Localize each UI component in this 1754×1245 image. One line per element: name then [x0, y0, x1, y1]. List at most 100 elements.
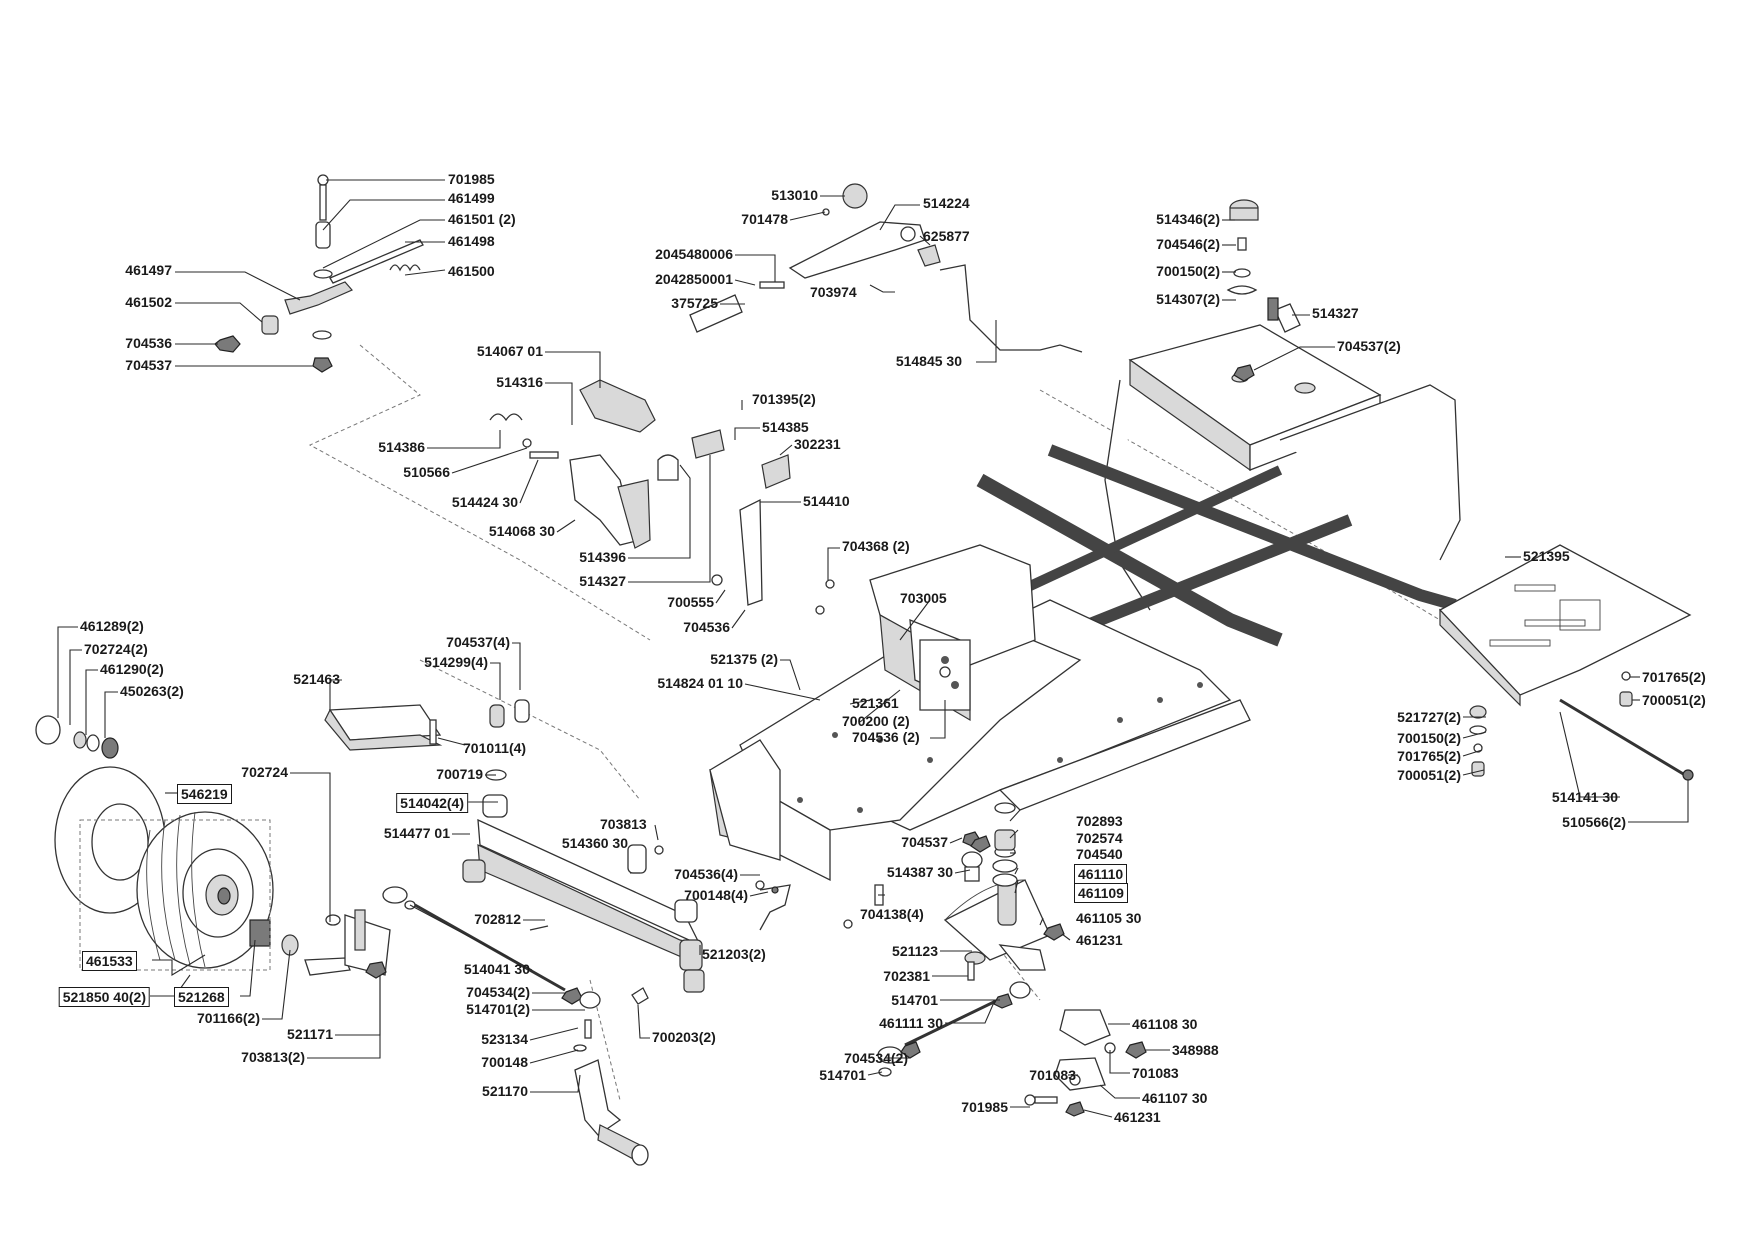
label-701011: 701011(4)	[463, 740, 527, 756]
label-514067: 514067 01	[476, 343, 543, 359]
label-461500: 461500	[448, 263, 495, 279]
label-704368: 704368 (2)	[842, 538, 910, 554]
label-704537-2: 704537(2)	[1337, 338, 1401, 354]
label-702381: 702381	[883, 968, 930, 984]
label-701985-top: 701985	[448, 171, 495, 187]
label-461107: 461107 30	[1142, 1090, 1208, 1106]
right-hardware	[1226, 199, 1694, 781]
label-461105: 461105 30	[1076, 910, 1142, 926]
front-axle-group	[324, 699, 791, 993]
label-375725: 375725	[671, 295, 718, 311]
label-302231: 302231	[794, 436, 841, 452]
label-703005: 703005	[900, 590, 947, 606]
label-625877: 625877	[923, 228, 970, 244]
label-700203: 700203(2)	[652, 1029, 716, 1045]
label-704536-4: 704536(4)	[674, 866, 738, 882]
label-702812: 702812	[474, 911, 521, 927]
front-wheel-group	[35, 715, 391, 979]
label-701765-b: 701765(2)	[1397, 748, 1461, 764]
pedal-group	[489, 379, 791, 606]
label-701985-bot: 701985	[961, 1099, 1008, 1115]
label-704534-2a: 704534(2)	[466, 984, 530, 1000]
label-521361: 521361	[852, 695, 899, 711]
label-514477: 514477 01	[383, 825, 450, 841]
label-521170: 521170	[482, 1083, 528, 1099]
label-704537-4: 704537(4)	[446, 634, 510, 650]
label-704546: 704546(2)	[1156, 236, 1220, 252]
label-701478: 701478	[741, 211, 788, 227]
label-702724: 702724	[241, 764, 288, 780]
label-700051-a: 700051(2)	[1642, 692, 1706, 708]
pedal-linkage-group	[214, 174, 424, 373]
label-514387: 514387 30	[886, 864, 953, 880]
label-521375: 521375 (2)	[710, 651, 778, 667]
label-514346: 514346(2)	[1156, 211, 1220, 227]
label-514042: 514042(4)	[396, 793, 468, 813]
label-514224: 514224	[923, 195, 970, 211]
label-702724-2: 702724(2)	[84, 641, 148, 657]
label-514327-top: 514327	[1312, 305, 1359, 321]
mount-plate	[1438, 544, 1692, 707]
label-514396: 514396	[579, 549, 626, 565]
label-700148: 700148	[481, 1054, 528, 1070]
label-521463: 521463	[293, 671, 340, 687]
label-703813-2: 703813(2)	[241, 1049, 305, 1065]
label-514316: 514316	[496, 374, 543, 390]
label-523134: 523134	[481, 1031, 528, 1047]
label-514041: 514041 30	[463, 961, 530, 977]
label-461231-a: 461231	[1076, 932, 1123, 948]
label-461111: 461111 30	[879, 1015, 943, 1031]
label-704536-2: 704536 (2)	[852, 729, 920, 745]
label-700051-b: 700051(2)	[1397, 767, 1461, 783]
label-461501: 461501 (2)	[448, 211, 516, 227]
label-704536-mid: 704536	[683, 619, 730, 635]
label-704534-2b: 704534(2)	[844, 1050, 908, 1066]
label-521850: 521850 40(2)	[58, 987, 150, 1007]
label-546219: 546219	[177, 784, 232, 804]
label-2042850001: 2042850001	[655, 271, 733, 287]
main-frame	[709, 324, 1461, 882]
label-701166: 701166(2)	[196, 1010, 260, 1026]
label-461289: 461289(2)	[80, 618, 144, 634]
label-521268: 521268	[174, 987, 229, 1007]
label-461498: 461498	[448, 233, 495, 249]
label-514141: 514141 30	[1551, 789, 1618, 805]
label-514410: 514410	[803, 493, 850, 509]
label-461533: 461533	[82, 951, 137, 971]
label-700148-4: 700148(4)	[684, 887, 748, 903]
label-514424: 514424 30	[451, 494, 518, 510]
label-700150-top: 700150(2)	[1156, 263, 1220, 279]
label-461499: 461499	[448, 190, 495, 206]
label-513010: 513010	[771, 187, 818, 203]
label-521727: 521727(2)	[1397, 709, 1461, 725]
label-510566-2: 510566(2)	[1562, 814, 1626, 830]
label-521171: 521171	[287, 1026, 333, 1042]
label-2045480006: 2045480006	[655, 246, 733, 262]
label-704138: 704138(4)	[860, 906, 924, 922]
label-461108: 461108 30	[1132, 1016, 1198, 1032]
label-701083-b: 701083	[1132, 1065, 1179, 1081]
label-514385: 514385	[762, 419, 809, 435]
label-703813: 703813	[600, 816, 647, 832]
label-514360: 514360 30	[561, 835, 628, 851]
label-700200: 700200 (2)	[842, 713, 910, 729]
label-702893: 702893	[1076, 813, 1123, 829]
label-700150-b: 700150(2)	[1397, 730, 1461, 746]
label-704540: 704540	[1076, 846, 1123, 862]
label-704537-mid: 704537	[901, 834, 948, 850]
label-461110: 461110	[1074, 864, 1128, 884]
brake-lever-group	[689, 183, 1083, 353]
label-521203: 521203(2)	[702, 946, 766, 962]
label-702574: 702574	[1076, 830, 1123, 846]
label-514701: 514701	[891, 992, 938, 1008]
label-514701-2: 514701(2)	[466, 1001, 530, 1017]
label-348988: 348988	[1172, 1042, 1219, 1058]
label-514701-b: 514701	[819, 1067, 866, 1083]
label-450263: 450263(2)	[120, 683, 184, 699]
label-704537-top: 704537	[125, 357, 172, 373]
label-514299: 514299(4)	[424, 654, 488, 670]
label-514845: 514845 30	[895, 353, 962, 369]
